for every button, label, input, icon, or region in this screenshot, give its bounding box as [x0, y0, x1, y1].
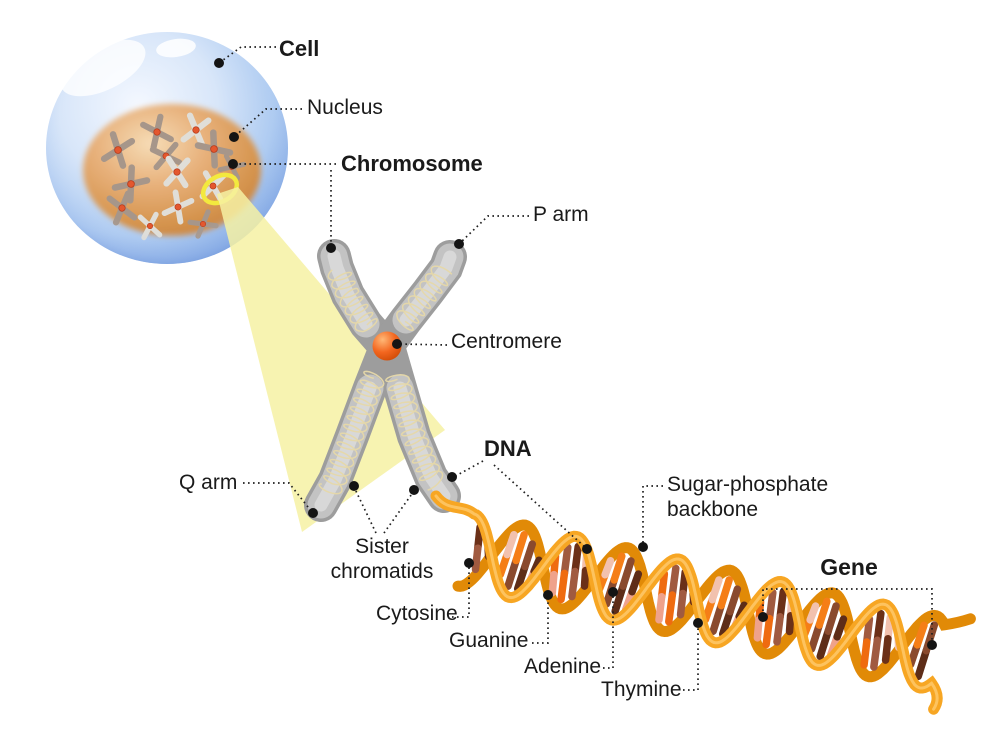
label-nucleus: Nucleus	[307, 96, 383, 119]
label-sugar-phosphate-backbone: Sugar-phosphate backbone	[667, 473, 829, 521]
label-adenine: Adenine	[524, 655, 602, 678]
label-gene: Gene	[820, 554, 878, 580]
leader-lines	[214, 46, 937, 691]
chromosome-illustration	[304, 239, 467, 522]
centromere-illustration	[372, 331, 402, 361]
magnification-beam	[217, 187, 445, 532]
label-p-arm: P arm	[533, 203, 589, 226]
label-centromere: Centromere	[451, 330, 562, 353]
label-thymine: Thymine	[601, 678, 682, 701]
dna-helix-illustration	[430, 490, 976, 715]
cell-gloss	[60, 39, 146, 97]
label-cytosine: Cytosine	[376, 602, 458, 625]
label-cell: Cell	[279, 36, 320, 61]
label-chromosome: Chromosome	[341, 151, 483, 176]
label-dna: DNA	[484, 436, 532, 461]
label-sister-chromatids: Sister chromatids	[330, 535, 434, 583]
label-guanine: Guanine	[449, 629, 529, 652]
label-q-arm: Q arm	[179, 471, 238, 494]
